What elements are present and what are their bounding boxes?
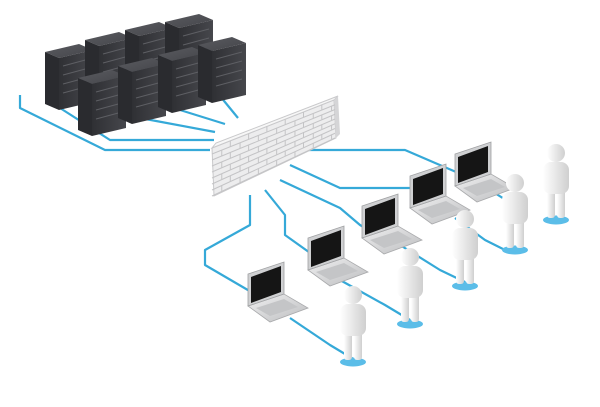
laptop-icon bbox=[307, 225, 369, 287]
cable-wall-to-laptop bbox=[300, 148, 471, 180]
firewall-brick-wall-icon bbox=[210, 95, 340, 197]
cable-servers-to-wall bbox=[59, 107, 214, 142]
server-rack-icon bbox=[45, 44, 93, 110]
wall-bricks bbox=[211, 104, 336, 197]
laptop-icon bbox=[361, 193, 423, 255]
laptop-icon bbox=[409, 163, 471, 225]
user-figure-icon bbox=[502, 174, 528, 255]
server-rack-icon bbox=[118, 58, 166, 124]
cable-wall-to-laptop bbox=[264, 189, 321, 261]
user-group bbox=[340, 144, 569, 367]
server-rack-icon bbox=[198, 37, 246, 103]
laptop-icon bbox=[454, 141, 516, 203]
cable-wall-to-laptop bbox=[203, 195, 266, 301]
laptop-icon bbox=[247, 261, 309, 323]
user-figure-icon bbox=[397, 248, 423, 329]
server-rack-icon bbox=[158, 47, 206, 113]
server-bank bbox=[45, 14, 246, 136]
cable-servers-to-wall bbox=[139, 116, 216, 134]
user-figure-icon bbox=[543, 144, 569, 225]
server-rack-icon bbox=[78, 70, 126, 136]
cable-servers-to-wall bbox=[18, 95, 210, 152]
user-figure-icon bbox=[452, 210, 478, 291]
wall-right-face bbox=[334, 96, 340, 138]
cable-servers-to-wall bbox=[179, 108, 226, 126]
laptop-group bbox=[247, 141, 516, 323]
user-figure-icon bbox=[340, 286, 366, 367]
